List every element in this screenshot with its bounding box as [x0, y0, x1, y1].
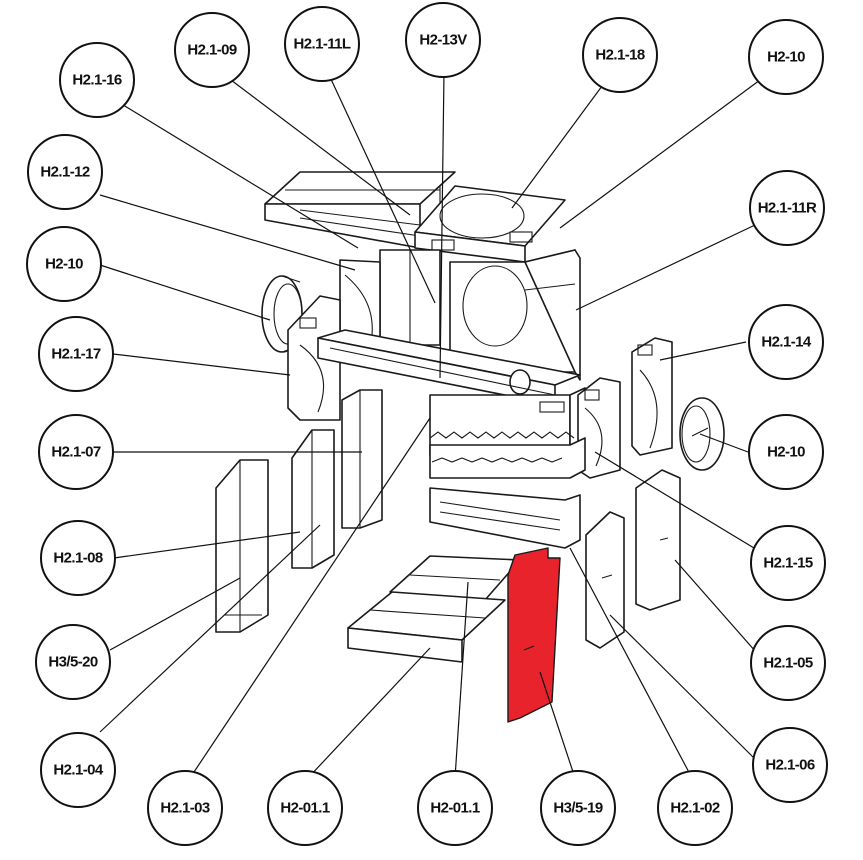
callout-h3-5-19: H3/5-19 [540, 770, 616, 846]
leader-c08 [575, 224, 756, 311]
callout-h2-1-04: H2.1-04 [40, 732, 116, 808]
leader-c11 [659, 341, 747, 361]
leader-c17 [674, 559, 757, 653]
callout-h2-1-11r: H2.1-11R [749, 170, 825, 246]
callout-h2-01-1-left: H2-01.1 [267, 770, 343, 846]
part-central-pillar [379, 249, 441, 346]
leader-c07 [99, 194, 356, 271]
part-grate-tier-lower [429, 487, 581, 549]
leader-c10 [112, 353, 291, 376]
callout-label: H2.1-16 [72, 72, 121, 89]
callout-label: H2.1-04 [53, 762, 103, 779]
callout-label: H2-10 [767, 444, 805, 461]
callout-label: H2-10 [45, 256, 83, 273]
leader-c09 [99, 264, 271, 321]
part-right-plate-h2-1-05 [635, 469, 681, 611]
callout-h2-1-09: H2.1-09 [174, 12, 250, 88]
leader-c14 [113, 531, 301, 559]
part-highlighted-h3-5-19 [507, 547, 561, 723]
part-right-curved-bracket [631, 337, 673, 456]
callout-label: H2.1-12 [40, 164, 89, 181]
callout-label: H2.1-11L [294, 36, 351, 53]
callout-h2-10-top: H2-10 [748, 19, 824, 95]
callout-label: H2-13V [419, 32, 467, 49]
callout-h2-1-14: H2.1-14 [748, 304, 824, 380]
callout-h2-1-03: H2.1-03 [147, 770, 223, 846]
part-center-cross-rail [317, 329, 581, 406]
leader-c19 [609, 614, 759, 763]
leader-c23 [539, 671, 576, 779]
callout-label: H2.1-15 [763, 555, 812, 572]
callout-h2-1-15: H2.1-15 [750, 525, 826, 601]
callout-h2-01-1-right: H2-01.1 [417, 770, 493, 846]
callout-h2-1-16: H2.1-16 [59, 42, 135, 118]
callout-h2-1-18: H2.1-18 [582, 17, 658, 93]
part-right-plate-h2-1-06 [585, 511, 625, 649]
callout-h3-5-20: H3/5-20 [35, 624, 111, 700]
leader-c01 [109, 96, 359, 249]
callout-label: H2.1-08 [53, 550, 102, 567]
callout-label: H3/5-20 [48, 654, 97, 671]
leader-c06 [559, 79, 761, 229]
callout-label: H2.1-05 [763, 655, 812, 672]
part-left-plate-h2-1-07 [341, 389, 383, 529]
callout-h2-1-06: H2.1-06 [752, 727, 828, 803]
callout-label: H3/5-19 [553, 800, 602, 817]
part-base-plate-lower [347, 591, 506, 663]
callout-h2-10-right: H2-10 [748, 414, 824, 490]
callout-h2-10-left: H2-10 [26, 226, 102, 302]
part-top-plate-with-hole [414, 185, 566, 263]
leader-c02 [226, 76, 411, 216]
leader-lines [99, 71, 761, 779]
leader-c22 [454, 581, 469, 779]
callout-h2-1-05: H2.1-05 [750, 625, 826, 701]
part-left-plate-h3-5-20 [215, 459, 269, 633]
callout-label: H2-01.1 [280, 800, 329, 817]
leader-c15 [594, 451, 755, 549]
part-grate-tier-upper [429, 437, 586, 479]
callout-h2-1-11l: H2.1-11L [284, 6, 360, 82]
callout-label: H2-10 [767, 49, 805, 66]
leader-c24 [569, 547, 693, 779]
leader-c21 [307, 647, 431, 779]
parts-drawing [215, 171, 725, 723]
callout-label: H2.1-17 [51, 346, 100, 363]
part-back-wall-right [449, 249, 581, 381]
callout-label: H2.1-18 [595, 47, 644, 64]
callout-h2-1-08: H2.1-08 [40, 520, 116, 596]
callout-label: H2.1-06 [765, 757, 814, 774]
callout-h2-1-12: H2.1-12 [27, 134, 103, 210]
leader-c13 [699, 433, 749, 453]
part-left-plate-h2-1-08 [291, 429, 335, 569]
callout-label: H2.1-14 [761, 334, 811, 351]
callout-h2-1-02: H2.1-02 [657, 770, 733, 846]
callout-h2-13v: H2-13V [405, 2, 481, 78]
callout-label: H2.1-09 [187, 42, 236, 59]
callout-label: H2.1-07 [51, 444, 100, 461]
leader-c16 [109, 577, 241, 651]
callout-h2-1-07: H2.1-07 [38, 414, 114, 490]
callout-label: H2.1-03 [160, 800, 209, 817]
callout-label: H2.1-11R [758, 200, 817, 217]
leader-c20 [189, 417, 431, 779]
leader-c18 [99, 524, 321, 733]
callout-label: H2-01.1 [430, 800, 479, 817]
callout-label: H2.1-02 [670, 800, 719, 817]
leader-c03 [329, 76, 436, 304]
callout-h2-1-17: H2.1-17 [38, 316, 114, 392]
leader-c05 [511, 81, 606, 209]
callouts: H2.1-16 H2.1-09 H2.1-11L H2-13V H2.1-18 … [26, 2, 828, 846]
leader-c04 [439, 71, 445, 379]
part-left-bracket [287, 295, 341, 421]
part-right-disc [679, 397, 725, 471]
